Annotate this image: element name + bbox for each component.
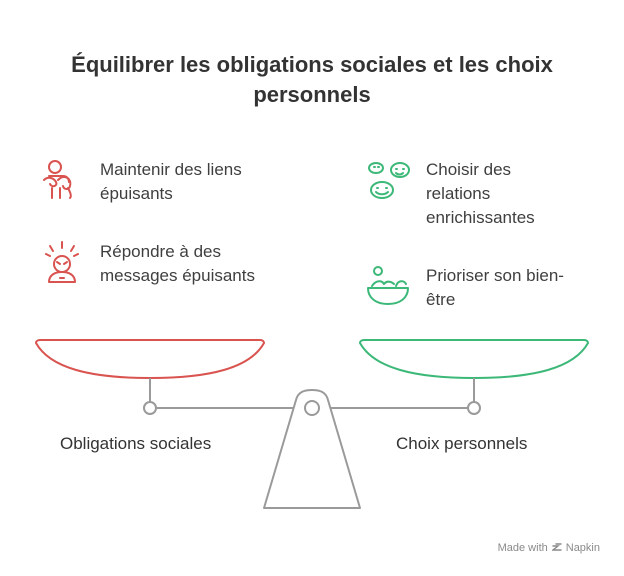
right-caption: Choix personnels [396,434,528,453]
left-pan [34,339,266,380]
right-item-1-label: Choisir des relations enrichissantes [426,160,535,227]
napkin-brand: Napkin [565,542,600,554]
left-caption: Obligations sociales [60,434,212,453]
left-item-1: Maintenir des liens épuisants [40,158,260,206]
stressed-person-icon [45,241,79,283]
title-line-2: personnels [253,82,371,107]
tangled-person-icon [43,160,72,199]
made-with-text: Made with [497,542,548,554]
happy-faces-icon [368,162,410,199]
diagram-title: Équilibrer les obligations sociales et l… [0,50,624,110]
right-item-2: Prioriser son bien-être [366,264,576,312]
pivot [304,400,320,416]
right-item-1: Choisir des relations enrichissantes [366,158,576,230]
right-pan [358,339,590,380]
left-item-1-label: Maintenir des liens épuisants [100,160,242,203]
footer: Made with Napkin [498,542,600,554]
left-item-2-label: Répondre à des messages épuisants [100,242,255,285]
left-item-2: Répondre à des messages épuisants [40,240,270,288]
napkin-logo-icon [551,543,562,551]
self-care-bowl-icon [367,266,409,305]
stand [263,389,361,509]
title-line-1: Équilibrer les obligations sociales et l… [71,52,553,77]
right-item-2-label: Prioriser son bien-être [426,266,564,309]
